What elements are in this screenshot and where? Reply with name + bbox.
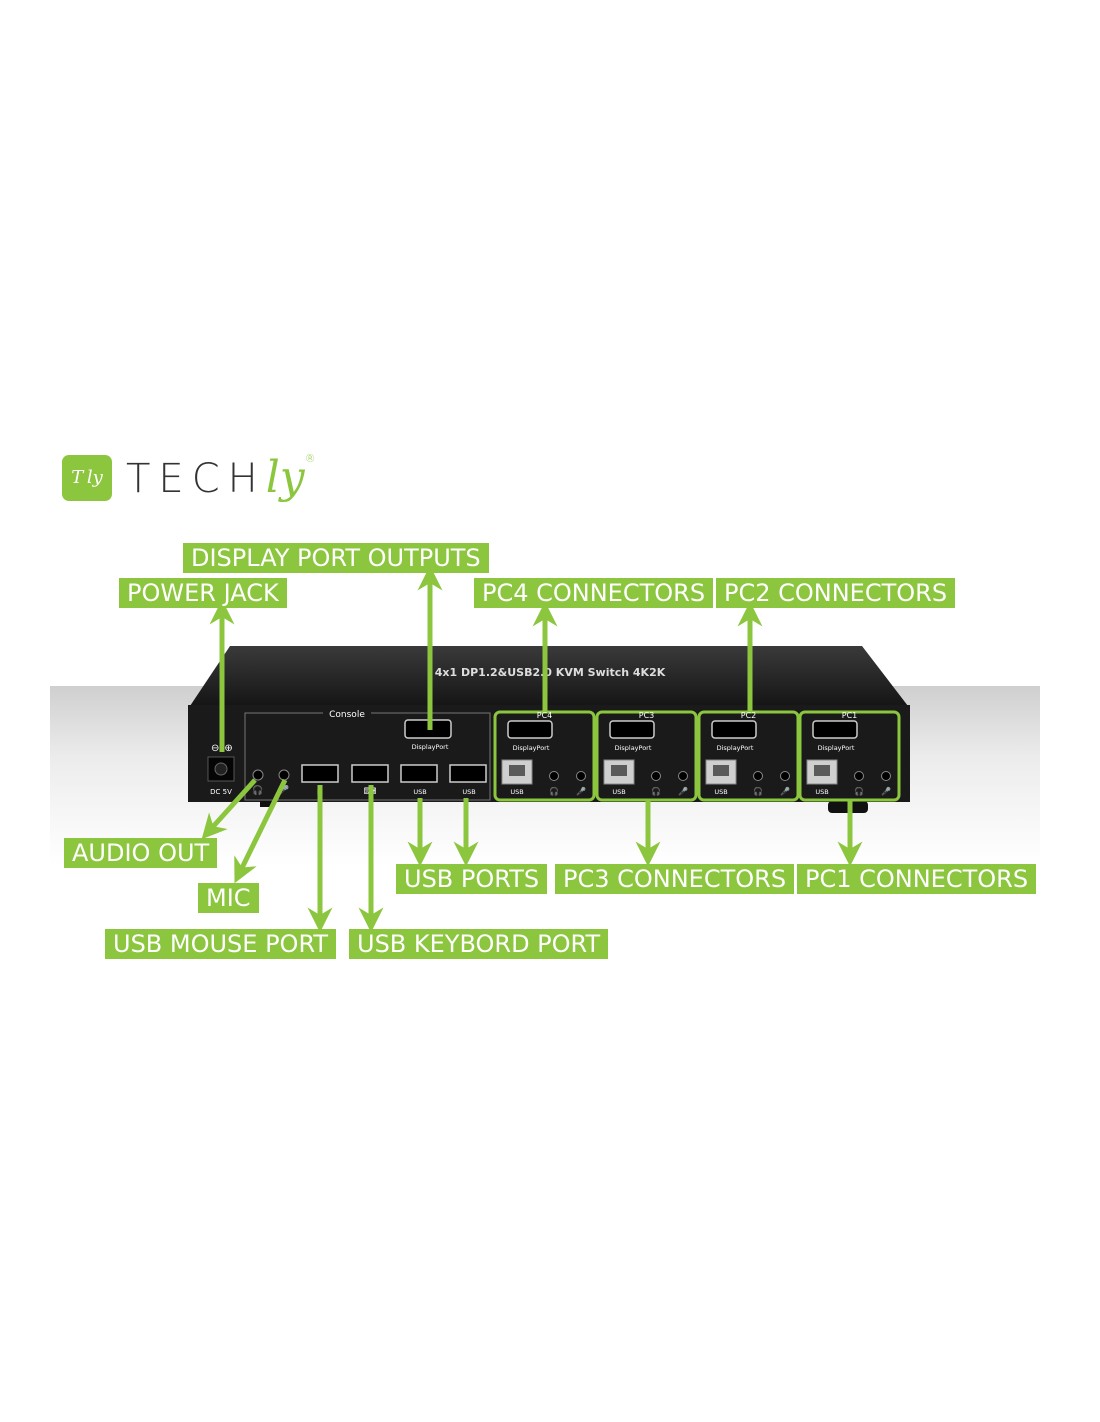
pc-mic-jack [576,771,586,781]
callout-usb-keyboard-port: USB KEYBORD PORT [349,929,609,959]
power-label: DC 5V [210,788,232,796]
pc-displayport [507,720,553,739]
logo-name-main: TECH [126,456,266,502]
pc-dp-label: DisplayPort [615,744,652,752]
pc-audio-jack [753,771,763,781]
headphone-icon: 🎧 [252,784,263,796]
logo-wordmark: TECHly® [126,452,316,503]
arrow-audio-out [201,778,257,840]
pc-displayport [711,720,757,739]
pc-usb-label: USB [714,788,727,796]
device-model-text: 4x1 DP1.2&USB2.0 KVM Switch 4K2K [435,666,666,679]
callout-mic: MIC [198,883,259,913]
console-label-bg [323,707,371,719]
pc-mic-jack [780,771,790,781]
callout-display-port-outputs: DISPLAY PORT OUTPUTS [183,543,489,573]
pc-label: PC2 [741,711,757,720]
pc-usb-label: USB [815,788,828,796]
techly-logo: T ly TECHly® [62,452,316,503]
headphone-icon: 🎧 [753,786,763,796]
power-jack-hole [214,762,228,776]
device-top-panel [190,646,908,706]
pc-mic-jack [678,771,688,781]
pc-mic-jack [881,771,891,781]
pc-usb-b-port-inner [713,765,729,776]
pc-audio-jack [651,771,661,781]
callout-pc4-connectors: PC4 CONNECTORS [474,578,714,608]
mic-jack [278,769,290,781]
power-jack [207,756,235,782]
callout-audio-out: AUDIO OUT [64,838,218,868]
pc-dp-label: DisplayPort [717,744,754,752]
pc-dp-label: DisplayPort [513,744,550,752]
callout-pc2-connectors: PC2 CONNECTORS [716,578,956,608]
pc-label: PC1 [842,711,858,720]
usb-mouse-port [301,764,339,783]
pc-displayport [812,720,858,739]
pc-usb-b-port-inner [611,765,627,776]
pc-usb-b-port-inner [814,765,830,776]
pc-audio-jack [549,771,559,781]
console-dp-label: DisplayPort [412,743,449,751]
arrow-mic [234,778,288,884]
usb-port-1 [400,764,438,783]
logo-name-accent: ly [265,452,305,503]
usb-port-1-label: USB [413,788,426,796]
pc-label: PC3 [639,711,655,720]
pc-displayport [609,720,655,739]
usb-keyboard-port [351,764,389,783]
device-foot [260,801,272,807]
headphone-icon: 🎧 [549,786,559,796]
microphone-icon: 🎤 [881,786,891,796]
callout-pc3-connectors: PC3 CONNECTORS [555,864,795,894]
microphone-icon: 🎤 [780,786,790,796]
callout-power-jack: POWER JACK [119,578,287,608]
callout-arrows [201,565,863,933]
callout-pc1-connectors: PC1 CONNECTORS [797,864,1037,894]
pc-label: PC4 [537,711,553,720]
audio-out-jack [252,769,264,781]
headphone-icon: 🎧 [651,786,661,796]
pc-usb-label: USB [510,788,523,796]
usb-port-2-label: USB [462,788,475,796]
pc-usb-label: USB [612,788,625,796]
callout-usb-mouse-port: USB MOUSE PORT [105,929,337,959]
pc-dp-label: DisplayPort [818,744,855,752]
registered-mark: ® [304,452,316,465]
pc-audio-jack [854,771,864,781]
usb-port-2 [449,764,487,783]
headphone-icon: 🎧 [854,786,864,796]
callout-usb-ports: USB PORTS [396,864,548,894]
pc-usb-b-port-inner [509,765,525,776]
console-label: Console [329,710,365,720]
microphone-icon: 🎤 [678,786,688,796]
microphone-icon: 🎤 [278,784,289,796]
logo-mark: T ly [62,454,112,501]
microphone-icon: 🎤 [576,786,586,796]
